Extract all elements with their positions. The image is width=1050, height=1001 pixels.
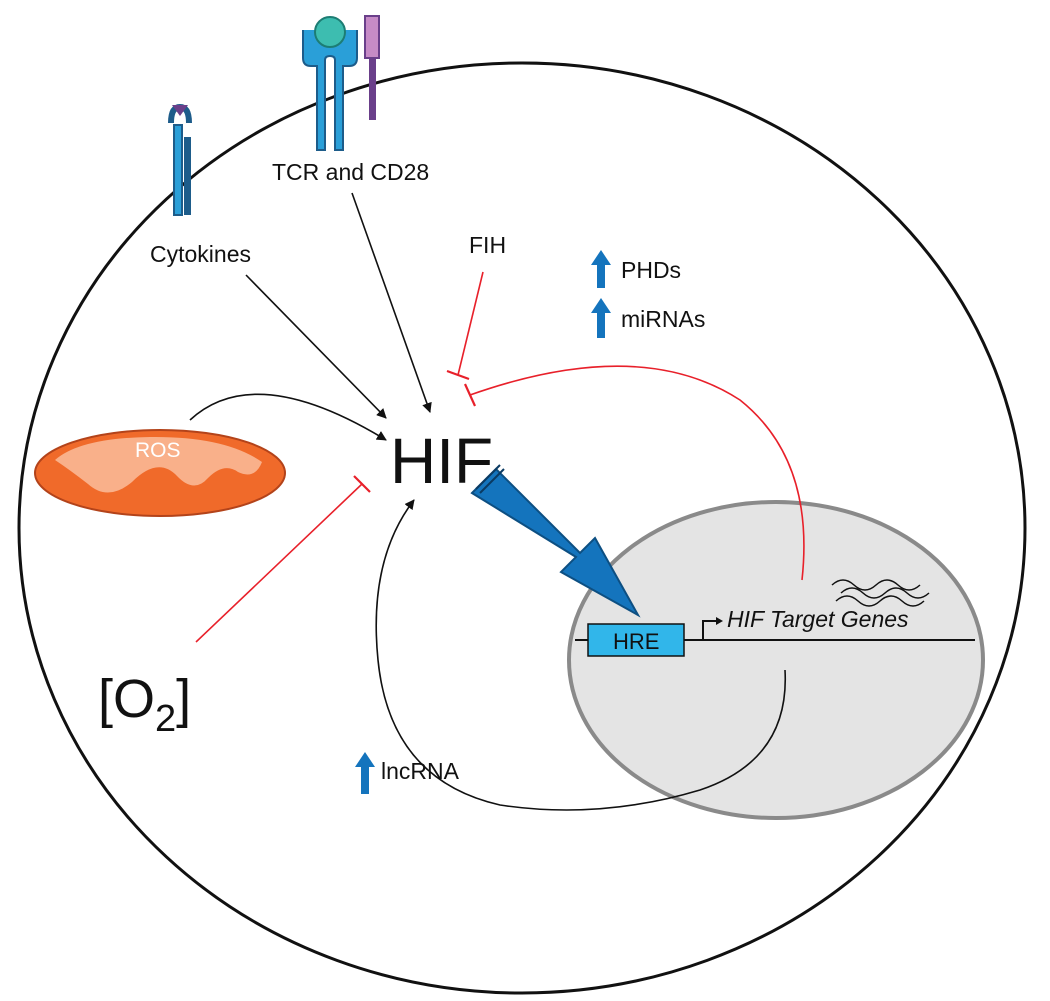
nucleus [567, 500, 985, 820]
mirnas-label: miRNAs [621, 306, 705, 332]
cytokine-receptor-icon [168, 103, 192, 216]
target-genes-label: HIF Target Genes [727, 606, 909, 632]
lncrna-up-arrow [355, 752, 375, 794]
up-arrow-icon [355, 250, 611, 794]
o2-subscript: 2 [155, 698, 176, 740]
hre-label: HRE [613, 629, 659, 654]
cell-membrane [17, 61, 1027, 995]
ros-to-hif-arrow [189, 393, 387, 441]
hif-nuclear-translocation-arrow [470, 464, 641, 618]
tcr-to-hif-arrow [351, 192, 432, 413]
fih-label: FIH [469, 232, 506, 258]
lncrna-feedback-arrow [375, 499, 787, 811]
o2-label: [O2] [98, 669, 191, 740]
mitochondrion-icon [34, 429, 286, 517]
activation-arrows [189, 192, 787, 811]
cytokines-label: Cytokines [150, 241, 251, 267]
o2-inhibition [195, 483, 363, 643]
phds-label: PHDs [621, 257, 681, 283]
cytokines-to-hif-arrow [245, 274, 387, 419]
phds-up-arrow [591, 250, 611, 288]
lncrna-label: lncRNA [381, 758, 460, 784]
tcr-label: TCR and CD28 [272, 159, 429, 185]
tcr-receptor-icon [302, 15, 380, 151]
inhibition-lines [195, 271, 805, 643]
hre-box [587, 623, 685, 657]
fih-inhibition [457, 271, 484, 376]
hif-label: HIF [390, 425, 493, 497]
gene-locus [575, 617, 975, 657]
o2-close: ] [176, 669, 191, 729]
mirnas-up-arrow [591, 298, 611, 338]
promoter-arrow-icon [702, 617, 723, 640]
mrna-wave-icon [831, 579, 930, 607]
o2-open: [O [98, 669, 155, 729]
phd-inhibition [469, 365, 805, 581]
ros-label: ROS [135, 439, 181, 462]
